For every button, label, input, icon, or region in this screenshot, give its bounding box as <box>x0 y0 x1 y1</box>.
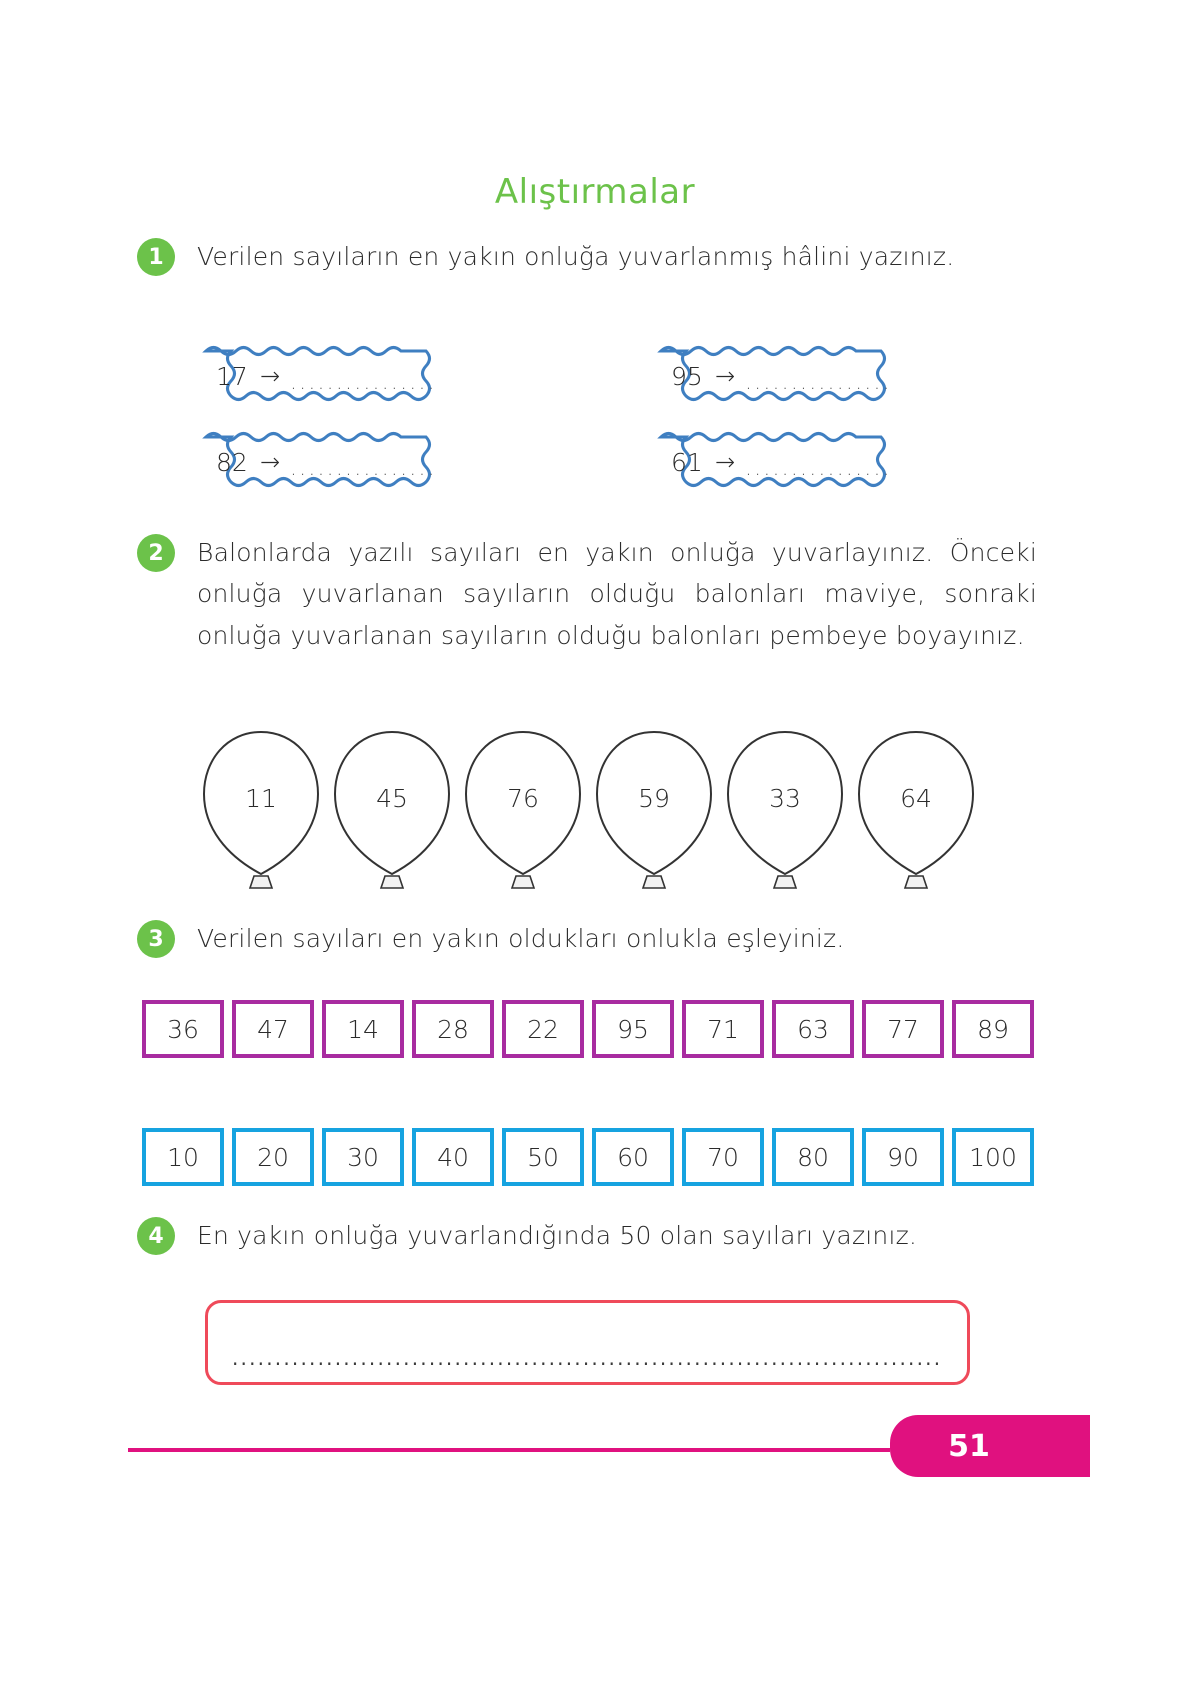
number-card[interactable]: 89 <box>952 1000 1034 1058</box>
balloon-icon <box>857 730 975 889</box>
balloon-row: 11 45 76 59 <box>196 728 986 893</box>
balloon-value: 11 <box>245 784 277 813</box>
exercise-2-number: 2 <box>137 534 175 572</box>
wavy-box-number: 61 <box>671 447 703 477</box>
balloon[interactable]: 64 <box>851 728 981 893</box>
exercise-1-text: Verilen sayıların en yakın onluğa yuvarl… <box>197 242 955 271</box>
arrow-icon: → <box>260 448 281 476</box>
exercise-3-number: 3 <box>137 920 175 958</box>
balloon[interactable]: 76 <box>458 728 588 893</box>
arrow-icon: → <box>715 448 736 476</box>
number-card[interactable]: 22 <box>502 1000 584 1058</box>
number-card[interactable]: 100 <box>952 1128 1034 1186</box>
number-card[interactable]: 50 <box>502 1128 584 1186</box>
wavy-box[interactable]: 82 → ................ <box>196 431 436 493</box>
balloon[interactable]: 11 <box>196 728 326 893</box>
number-card[interactable]: 71 <box>682 1000 764 1058</box>
exercise-3: 3 Verilen sayıları en yakın oldukları on… <box>137 918 1037 959</box>
wavy-box[interactable]: 95 → ................ <box>651 345 891 407</box>
balloon-value: 64 <box>900 784 932 813</box>
exercise-2-text: Balonlarda yazılı sayıları en yakın onlu… <box>197 538 1037 650</box>
number-card[interactable]: 47 <box>232 1000 314 1058</box>
number-card[interactable]: 20 <box>232 1128 314 1186</box>
exercise-4-text: En yakın onluğa yuvarlandığında 50 olan … <box>197 1221 918 1250</box>
number-card[interactable]: 14 <box>322 1000 404 1058</box>
number-card[interactable]: 63 <box>772 1000 854 1058</box>
number-row-blue: 10 20 30 40 50 60 70 80 90 100 <box>142 1128 1034 1186</box>
footer-divider <box>128 1448 890 1452</box>
wavy-border-icon <box>657 346 886 401</box>
exercise-4-number: 4 <box>137 1217 175 1255</box>
wavy-box-answer-line[interactable]: ................ <box>745 370 892 394</box>
page-title: Alıştırmalar <box>494 172 696 212</box>
balloon[interactable]: 59 <box>589 728 719 893</box>
wavy-border-icon <box>202 432 431 487</box>
wavy-box-answer-line[interactable]: ................ <box>290 456 437 480</box>
wavy-box-number: 82 <box>216 447 248 477</box>
balloon[interactable]: 33 <box>720 728 850 893</box>
balloon-icon <box>333 730 451 889</box>
number-card[interactable]: 60 <box>592 1128 674 1186</box>
wavy-box-number: 17 <box>216 361 248 391</box>
wavy-box-answer-line[interactable]: ................ <box>290 370 437 394</box>
exercise-3-text: Verilen sayıları en yakın oldukları onlu… <box>197 924 845 953</box>
number-card[interactable]: 36 <box>142 1000 224 1058</box>
wavy-box-grid: 17 → ................ 95 → .............… <box>196 345 996 500</box>
wavy-box-answer-line[interactable]: ................ <box>745 456 892 480</box>
exercise-2: 2 Balonlarda yazılı sayıları en yakın on… <box>137 532 1037 656</box>
page-number-tab: 51 <box>890 1415 1090 1477</box>
number-card[interactable]: 40 <box>412 1128 494 1186</box>
balloon-icon <box>726 730 844 889</box>
wavy-box[interactable]: 17 → ................ <box>196 345 436 407</box>
balloon-value: 33 <box>769 784 801 813</box>
answer-input-box[interactable]: ........................................… <box>205 1300 970 1385</box>
exercise-4: 4 En yakın onluğa yuvarlandığında 50 ola… <box>137 1215 1037 1256</box>
balloon-value: 45 <box>376 784 408 813</box>
number-card[interactable]: 70 <box>682 1128 764 1186</box>
answer-dotted-line: ........................................… <box>232 1346 943 1370</box>
wavy-border-icon <box>657 432 886 487</box>
balloon-icon <box>464 730 582 889</box>
wavy-border-icon <box>202 346 431 401</box>
balloon-value: 76 <box>507 784 539 813</box>
exercise-1: 1 Verilen sayıların en yakın onluğa yuva… <box>137 236 1057 277</box>
number-card[interactable]: 90 <box>862 1128 944 1186</box>
arrow-icon: → <box>715 362 736 390</box>
balloon-icon <box>595 730 713 889</box>
balloon-icon <box>202 730 320 889</box>
number-card[interactable]: 30 <box>322 1128 404 1186</box>
number-card[interactable]: 80 <box>772 1128 854 1186</box>
number-row-purple: 36 47 14 28 22 95 71 63 77 89 <box>142 1000 1034 1058</box>
wavy-box-number: 95 <box>671 361 703 391</box>
exercise-1-number: 1 <box>137 238 175 276</box>
number-card[interactable]: 28 <box>412 1000 494 1058</box>
wavy-box[interactable]: 61 → ................ <box>651 431 891 493</box>
number-card[interactable]: 10 <box>142 1128 224 1186</box>
balloon[interactable]: 45 <box>327 728 457 893</box>
page-number: 51 <box>948 1428 990 1464</box>
number-card[interactable]: 77 <box>862 1000 944 1058</box>
arrow-icon: → <box>260 362 281 390</box>
balloon-value: 59 <box>638 784 670 813</box>
number-card[interactable]: 95 <box>592 1000 674 1058</box>
